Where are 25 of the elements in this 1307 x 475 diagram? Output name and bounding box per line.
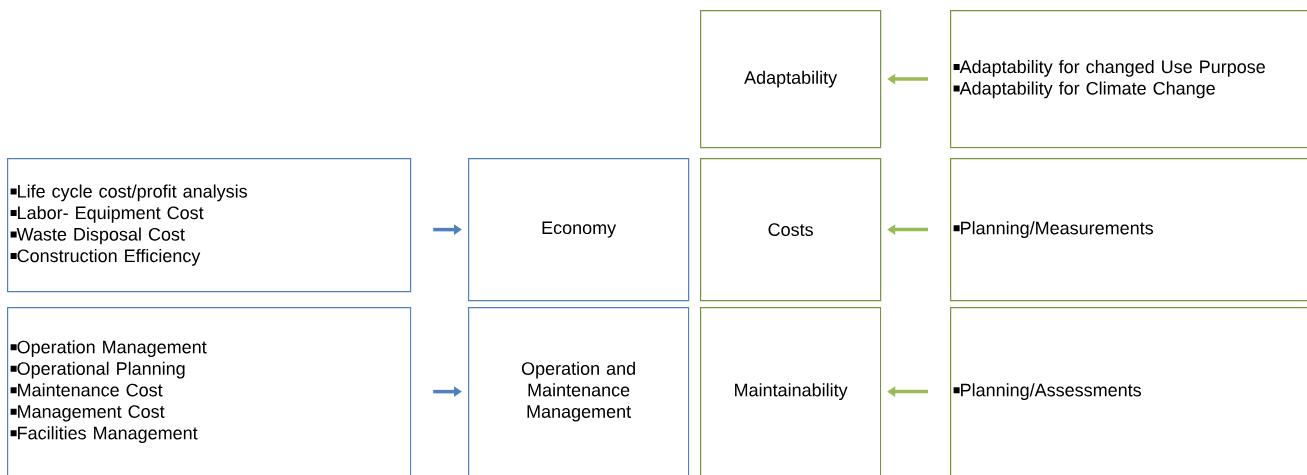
list-box — [950, 307, 1307, 475]
arrow — [433, 386, 462, 397]
list-item: Operation Management — [10, 340, 207, 357]
list-box — [7, 158, 412, 293]
process-box: Economy — [468, 158, 690, 302]
list-item: Management Cost — [10, 405, 165, 422]
list-item: Planning/Assessments — [953, 383, 1142, 400]
list-box — [950, 158, 1307, 302]
process-box: Costs — [700, 158, 882, 302]
list-item: Construction Efficiency — [10, 248, 201, 266]
list-item: Labor- Equipment Cost — [10, 205, 204, 223]
process-box: Maintainability — [700, 307, 882, 475]
list-item: Maintenance Cost — [10, 383, 163, 397]
list-item: Waste Disposal Cost — [10, 227, 185, 245]
process-box: Operation and Maintenance Management — [468, 307, 690, 475]
arrow — [433, 224, 462, 235]
list-item: Operational Planning — [10, 361, 185, 379]
process-box: Adaptability — [700, 10, 882, 149]
list-item: Adaptability for Climate Change — [953, 81, 1215, 99]
list-item: Life cycle cost/profit analysis — [10, 184, 247, 202]
list-box — [950, 10, 1307, 149]
list-item: Planning/Measurements — [953, 221, 1154, 238]
list-box — [7, 307, 412, 475]
list-item: Facilities Management — [10, 426, 198, 443]
list-item: Adaptability for changed Use Purpose — [953, 59, 1265, 77]
